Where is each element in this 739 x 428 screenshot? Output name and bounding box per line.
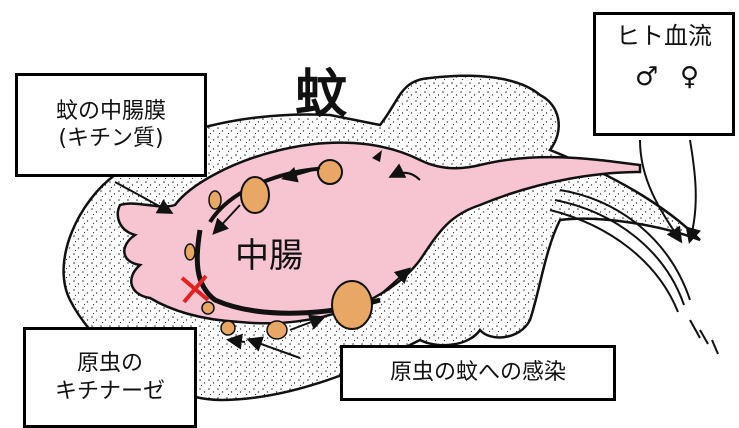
human-blood-label: ヒト血流 [616, 21, 712, 51]
midgut-membrane-box: 蚊の中腸膜 (キチン質) [15, 73, 207, 177]
mosquito-label: 蚊 [295, 52, 347, 127]
infection-label: 原虫の蚊への感染 [390, 359, 566, 387]
membrane-label-line1: 蚊の中腸膜 [56, 98, 166, 126]
chitinase-label-line1: 原虫の [77, 350, 143, 378]
membrane-label-line2: (キチン質) [58, 125, 163, 153]
male-symbol: ♂ [635, 64, 658, 90]
human-blood-box: ヒト血流 [593, 12, 735, 136]
female-symbol: ♀ [680, 64, 699, 90]
midgut-label: 中腸 [235, 228, 303, 277]
chitinase-label-line2: キチナーゼ [55, 378, 165, 406]
chitinase-box: 原虫の キチナーゼ [23, 327, 197, 428]
infection-box: 原虫の蚊への感染 [340, 345, 616, 401]
